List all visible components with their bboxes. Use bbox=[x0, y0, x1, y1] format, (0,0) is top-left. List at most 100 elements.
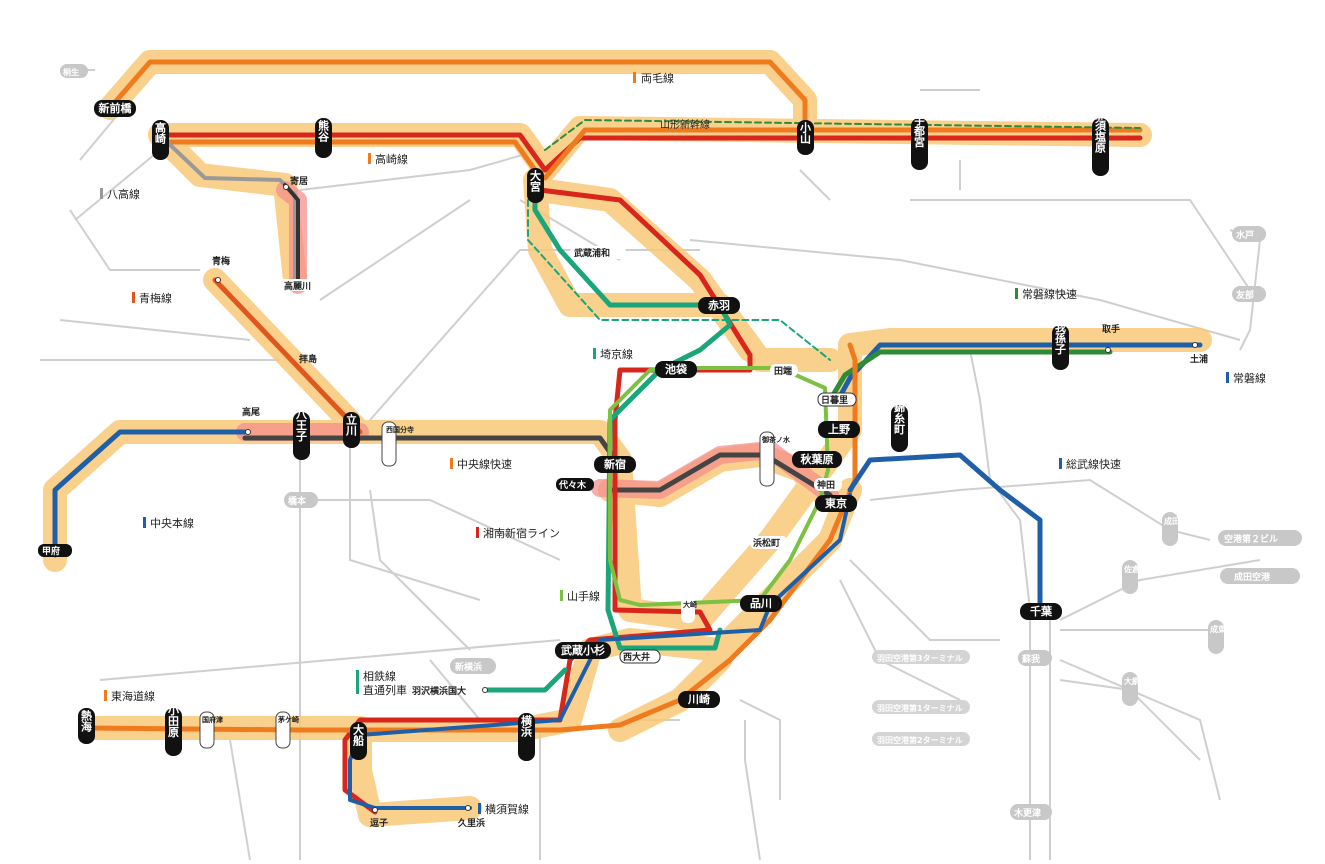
station-takasaki[interactable]: 高崎 bbox=[152, 120, 169, 160]
station-shinmaebashi[interactable]: 新前橋 bbox=[94, 100, 136, 117]
station-yokohama[interactable]: 横浜 bbox=[518, 713, 535, 761]
takasaki-line bbox=[157, 132, 548, 173]
station-omiya[interactable]: 大宮 bbox=[527, 168, 544, 203]
station-haijima[interactable]: 拝島 bbox=[299, 353, 317, 365]
station-yoyogi[interactable]: 代々木 bbox=[556, 478, 594, 491]
svg-text:立川: 立川 bbox=[345, 413, 359, 436]
station-oyama[interactable]: 小山 bbox=[797, 120, 814, 155]
station-tabata[interactable]: 田端 bbox=[770, 364, 798, 377]
station-takao[interactable]: 高尾 bbox=[242, 406, 260, 435]
station-hazawa-yokohama-kokudai[interactable]: 羽沢横浜国大 bbox=[412, 685, 488, 697]
legend-item-chuo-rapid: 中央線快速 bbox=[450, 457, 512, 471]
svg-text:八王子: 八王子 bbox=[295, 408, 309, 442]
station-ochanomizu[interactable]: 御茶ノ水 bbox=[759, 431, 791, 487]
chuo-honsen bbox=[52, 429, 248, 558]
station-oami[interactable]: 大網 bbox=[1122, 672, 1140, 706]
station-narita-airport[interactable]: 成田空港 bbox=[1220, 568, 1300, 584]
svg-text:大宮: 大宮 bbox=[529, 169, 542, 193]
station-atami[interactable]: 熱海 bbox=[78, 708, 95, 744]
station-chiba[interactable]: 千葉 bbox=[1020, 603, 1062, 620]
station-tsuchiura[interactable]: 土浦 bbox=[1190, 342, 1208, 366]
svg-text:那須塩原: 那須塩原 bbox=[1094, 109, 1108, 154]
legend-item-yamanote: 山手線 bbox=[560, 589, 600, 603]
svg-text:大船: 大船 bbox=[352, 723, 365, 747]
station-shinjuku[interactable]: 新宿 bbox=[594, 456, 636, 473]
station-yorii[interactable]: 寄居 bbox=[283, 175, 309, 190]
svg-text:両毛線: 両毛線 bbox=[641, 71, 674, 85]
station-ofuna[interactable]: 大船 bbox=[350, 722, 367, 760]
svg-text:東海道線: 東海道線 bbox=[111, 689, 155, 703]
station-kiryu[interactable]: 桐生 bbox=[60, 64, 88, 78]
station-abiko[interactable]: 我孫子 bbox=[1052, 320, 1069, 370]
station-sakura[interactable]: 佐倉 bbox=[1122, 560, 1141, 594]
svg-text:久里浜: 久里浜 bbox=[458, 817, 485, 829]
hachiko-line-black bbox=[283, 183, 300, 287]
station-shinyokohama[interactable]: 新横浜 bbox=[450, 658, 496, 674]
station-kurihama[interactable]: 久里浜 bbox=[458, 805, 485, 830]
station-chigasaki[interactable]: 茅ケ崎 bbox=[275, 711, 299, 749]
station-ueno[interactable]: 上野 bbox=[818, 421, 860, 438]
svg-text:高麗川: 高麗川 bbox=[284, 280, 311, 292]
svg-text:拝島: 拝島 bbox=[299, 353, 317, 365]
station-hashimoto[interactable]: 橋本 bbox=[284, 492, 318, 508]
station-haneda-t1[interactable]: 羽田空港第1ターミナル bbox=[872, 700, 970, 714]
svg-text:錦糸町: 錦糸町 bbox=[893, 400, 906, 435]
svg-text:友部: 友部 bbox=[1236, 289, 1254, 301]
station-odawara[interactable]: 小田原 bbox=[165, 703, 182, 756]
svg-text:秋葉原: 秋葉原 bbox=[801, 452, 834, 466]
station-musashiurawa[interactable]: 武蔵浦和 bbox=[570, 246, 626, 259]
station-akabane[interactable]: 赤羽 bbox=[698, 297, 740, 314]
svg-text:取手: 取手 bbox=[1102, 323, 1120, 335]
station-nishikokubunji[interactable]: 西国分寺 bbox=[381, 421, 414, 467]
svg-text:羽沢横浜国大: 羽沢横浜国大 bbox=[412, 685, 466, 697]
station-airport-terminal2[interactable]: 空港第２ビル bbox=[1218, 530, 1302, 546]
hachiko-line bbox=[163, 138, 297, 287]
station-toride[interactable]: 取手 bbox=[1102, 323, 1120, 353]
station-kawasaki[interactable]: 川崎 bbox=[678, 691, 720, 708]
station-haneda-t3[interactable]: 羽田空港第3ターミナル bbox=[872, 650, 970, 664]
station-utsunomiya[interactable]: 宇都宮 bbox=[911, 113, 928, 170]
station-ikebukuro[interactable]: 池袋 bbox=[655, 361, 697, 378]
svg-text:木更津: 木更津 bbox=[1013, 807, 1041, 819]
station-kinshicho[interactable]: 錦糸町 bbox=[891, 400, 908, 452]
station-kozu[interactable]: 国府津 bbox=[199, 711, 223, 749]
station-tomobe[interactable]: 友部 bbox=[1232, 286, 1266, 302]
ome-line bbox=[212, 277, 363, 435]
svg-text:西大井: 西大井 bbox=[623, 651, 650, 663]
station-ome[interactable]: 青梅 bbox=[212, 255, 230, 283]
station-soga[interactable]: 蘇我 bbox=[1018, 650, 1052, 666]
joban-rapid-green bbox=[827, 349, 1113, 403]
station-shinagawa[interactable]: 品川 bbox=[740, 595, 782, 612]
station-mito[interactable]: 水戸 bbox=[1232, 226, 1266, 242]
station-akihabara[interactable]: 秋葉原 bbox=[792, 451, 842, 468]
station-osaki[interactable]: 大崎 bbox=[681, 597, 697, 623]
station-togane[interactable]: 成東 bbox=[1208, 620, 1226, 654]
svg-text:相鉄線: 相鉄線 bbox=[363, 669, 396, 683]
station-hamamatsucho[interactable]: 浜松町 bbox=[750, 536, 788, 549]
svg-text:小田原: 小田原 bbox=[167, 703, 181, 738]
station-hachioji[interactable]: 八王子 bbox=[293, 408, 310, 460]
svg-text:常磐線快速: 常磐線快速 bbox=[1022, 287, 1077, 301]
station-nishioi[interactable]: 西大井 bbox=[619, 649, 661, 664]
svg-text:中央本線: 中央本線 bbox=[150, 516, 194, 530]
station-zushi[interactable]: 逗子 bbox=[370, 807, 388, 830]
svg-text:横浜: 横浜 bbox=[520, 714, 533, 738]
svg-text:千葉: 千葉 bbox=[1030, 604, 1053, 618]
station-narita[interactable]: 成田 bbox=[1162, 512, 1180, 546]
station-kisarazu[interactable]: 木更津 bbox=[1010, 804, 1052, 820]
station-kofu[interactable]: 甲府 bbox=[38, 544, 72, 557]
station-tokyo[interactable]: 東京 bbox=[815, 495, 857, 512]
svg-text:西国分寺: 西国分寺 bbox=[386, 425, 414, 434]
station-tachikawa[interactable]: 立川 bbox=[343, 412, 360, 448]
station-kanda[interactable]: 神田 bbox=[814, 478, 842, 491]
station-nasushiobara[interactable]: 那須塩原 bbox=[1092, 109, 1109, 176]
station-haneda-t2[interactable]: 羽田空港第2ターミナル bbox=[872, 732, 970, 746]
station-musashikosugi[interactable]: 武蔵小杉 bbox=[555, 642, 611, 659]
svg-text:高崎線: 高崎線 bbox=[375, 152, 408, 166]
station-kumagaya[interactable]: 熊谷 bbox=[315, 118, 332, 158]
legend: 両毛線 高崎線 八高線 青梅線 埼京線 常磐線快速 常磐線 中央線快速 総武線快… bbox=[100, 71, 1266, 816]
station-nippori[interactable]: 日暮里 bbox=[817, 392, 857, 407]
svg-text:羽田空港第3ターミナル: 羽田空港第3ターミナル bbox=[877, 653, 963, 663]
station-komagawa[interactable]: 高麗川 bbox=[282, 279, 316, 292]
svg-text:成田: 成田 bbox=[1164, 516, 1180, 526]
